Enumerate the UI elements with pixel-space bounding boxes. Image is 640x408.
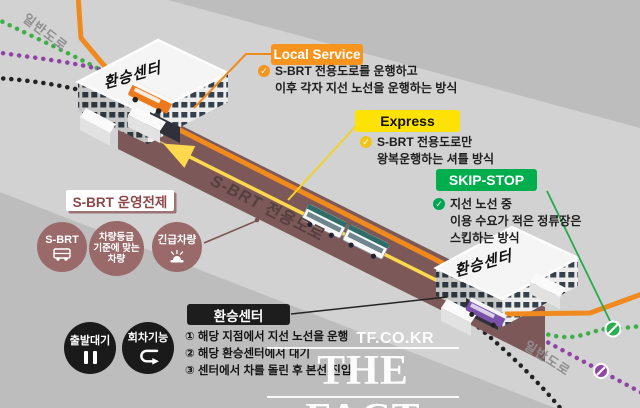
route-dotted-green: [0, 17, 111, 77]
express-line2: 왕복운행하는 셔틀 방식: [377, 151, 495, 166]
express-description: ✓ S-BRT 전용도로만 왕복운행하는 셔틀 방식: [360, 134, 494, 168]
local-route-line-front: [504, 292, 640, 317]
transfer-item-1: ① 해당 지점에서 지선 노선을 운행: [185, 331, 349, 343]
local-service-description: ✓ S-BRT 전용도로를 운행하고 이후 각자 지선 노선을 운행하는 방식: [258, 63, 457, 97]
bus-icon: [53, 247, 71, 261]
operation-circle-vehicle: 차량등급 기준에 맞는 차량: [89, 221, 144, 276]
local-bus-orange: [128, 81, 174, 114]
check-icon: ✓: [433, 198, 445, 210]
transfer-item-2: ② 해당 환승센터에서 대기: [185, 348, 311, 360]
operation-circle-sbrt: S-BRT: [37, 222, 87, 272]
express-line1: S-BRT 전용도로만: [377, 135, 473, 149]
local-service-line1: S-BRT 전용도로를 운행하고: [275, 64, 418, 78]
transfer-section-list: ① 해당 지점에서 지선 노선을 운행 ② 해당 환승센터에서 대기 ③ 센터에…: [185, 329, 351, 380]
pause-icon: [83, 351, 97, 364]
check-icon: ✓: [360, 136, 372, 148]
express-badge: Express: [355, 110, 460, 132]
vehicle-line2: 기준에 맞는: [93, 242, 140, 254]
check-icon: ✓: [258, 65, 270, 77]
skipped-station-node-green: [604, 320, 622, 338]
local-route-line: [75, 0, 470, 279]
local-service-badge: Local Service: [271, 44, 363, 65]
turnaround-label: 회차기능: [127, 332, 169, 344]
skip-stop-line1: 지선 노선 중: [450, 197, 512, 211]
local-service-line2: 이후 각자 지선 노선을 운행하는 방식: [275, 80, 458, 95]
watermark-rule-top: [267, 347, 459, 349]
route-dotted-purple: [0, 50, 113, 75]
transfer-item-3: ③ 센터에서 차를 돌린 후 본선 진입: [185, 365, 352, 377]
operation-panel-title: S-BRT 운영전제: [66, 190, 174, 211]
branch-bus-purple: [465, 297, 508, 328]
transfer-label-connector: [290, 296, 448, 315]
operation-circle-sbrt-label: S-BRT: [45, 233, 79, 246]
watermark-logo: THE FACT: [305, 348, 419, 408]
transfer-section-title: 환승센터: [187, 304, 290, 325]
operation-circle-emergency: 긴급차량: [152, 222, 202, 272]
vehicle-line3: 차량: [107, 254, 126, 266]
transfer-center-building-top: [75, 38, 231, 146]
skip-stop-description: ✓ 지선 노선 중 이용 수요가 적은 정류장은 스킵하는 방식: [433, 196, 581, 246]
express-callout-connector: [287, 124, 358, 201]
siren-icon: [170, 249, 184, 262]
watermark-rule-bottom: [267, 396, 459, 398]
skip-stop-badge: SKIP-STOP: [436, 169, 537, 191]
operation-panel-connector: [203, 220, 257, 244]
vehicle-line1: 차량등급: [99, 231, 134, 243]
watermark-site: TF.CO.KR: [356, 330, 434, 347]
articulated-brt-bus: [301, 203, 390, 260]
operation-circle-emergency-label: 긴급차량: [157, 233, 197, 246]
local-callout-connector: [193, 53, 281, 109]
skip-stop-line3: 스킵하는 방식: [450, 230, 520, 245]
route-dotted-purple: [481, 305, 640, 395]
operation-panel-connector-dot: [254, 217, 260, 223]
skip-stop-line2: 이용 수요가 적은 정류장은: [450, 213, 582, 228]
skipped-station-node-purple: [593, 363, 609, 379]
function-circle-depart-wait: 출발대기: [64, 322, 116, 374]
skipstop-callout-connector: [546, 190, 613, 326]
depart-wait-label: 출발대기: [69, 335, 111, 347]
uturn-icon: [139, 349, 159, 365]
function-circle-turnaround: 회차기능: [122, 322, 174, 374]
